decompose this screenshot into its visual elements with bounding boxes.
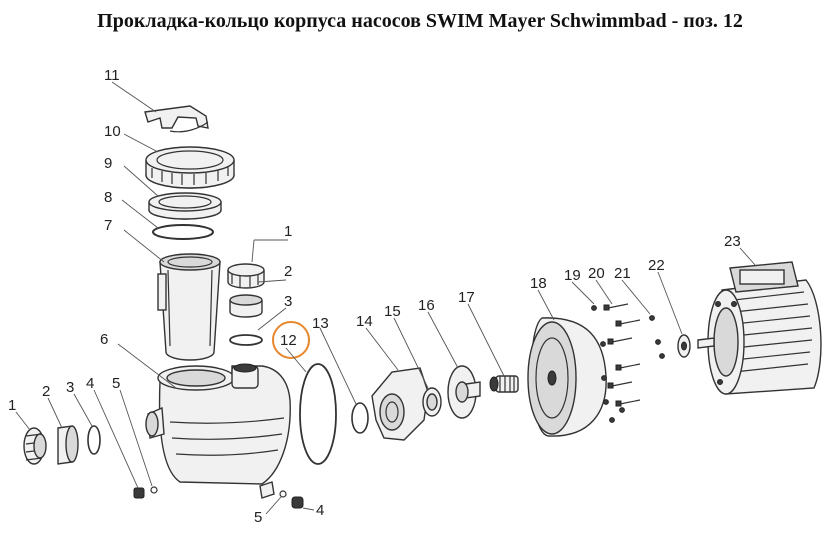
- label-2-left: 2: [42, 383, 50, 400]
- part-14-diffuser: [371, 367, 429, 441]
- label-14: 14: [356, 313, 373, 330]
- part-1-union-nut-top: [227, 263, 265, 289]
- part-22-slinger: [677, 334, 691, 358]
- highlight-12-circle: [272, 321, 310, 359]
- label-4-left: 4: [86, 375, 94, 392]
- label-1-top: 1: [284, 223, 292, 240]
- label-15: 15: [384, 303, 401, 320]
- part-16-impeller: [447, 365, 481, 419]
- label-16: 16: [418, 297, 435, 314]
- label-3-top: 3: [284, 293, 292, 310]
- label-1-left: 1: [8, 397, 16, 414]
- label-13: 13: [312, 315, 329, 332]
- part-10-lid-nut: [145, 146, 235, 189]
- part-4-drain-plug-bottom: [291, 496, 304, 509]
- part-12-housing-o-ring: [299, 363, 337, 465]
- leader-21: [621, 279, 651, 315]
- part-6-pump-housing: [145, 363, 291, 499]
- leader-5-left: [119, 389, 153, 487]
- label-7: 7: [104, 217, 112, 234]
- label-4-bottom: 4: [316, 502, 324, 519]
- leader-6: [117, 343, 177, 389]
- part-18-seal-plate: [527, 317, 607, 437]
- part-9-lid: [148, 192, 222, 220]
- part-3-seal-left: [87, 425, 101, 455]
- leader-2-left: [47, 397, 63, 429]
- leader-14: [365, 327, 399, 371]
- part-13-o-ring: [351, 402, 369, 434]
- leader-4-bottom: [302, 507, 315, 511]
- part-1-union-nut-left: [23, 427, 47, 465]
- label-12: 12: [280, 332, 297, 349]
- part-3-seal-top: [229, 334, 263, 346]
- leader-19: [571, 281, 595, 305]
- leader-13: [319, 327, 357, 405]
- part-15-shaft-seal: [422, 387, 442, 417]
- leader-7: [123, 229, 165, 263]
- part-7-basket: [157, 253, 221, 361]
- label-2-top: 2: [284, 263, 292, 280]
- label-18: 18: [530, 275, 547, 292]
- label-3-left: 3: [66, 379, 74, 396]
- leader-18: [537, 289, 555, 321]
- label-19: 19: [564, 267, 581, 284]
- leader-3-top: [257, 307, 287, 331]
- leader-2-top: [257, 279, 287, 283]
- leader-5-bottom: [265, 496, 282, 515]
- leader-22: [657, 271, 683, 335]
- label-9: 9: [104, 155, 112, 172]
- leader-4-left: [93, 389, 139, 489]
- leader-15: [393, 317, 429, 389]
- label-17: 17: [458, 289, 475, 306]
- label-20: 20: [588, 265, 605, 282]
- label-8: 8: [104, 189, 112, 206]
- leader-11: [111, 81, 157, 113]
- part-5-o-ring-bottom: [279, 490, 287, 498]
- label-22: 22: [648, 257, 665, 274]
- part-5-o-ring-left: [150, 486, 158, 494]
- leader-17: [467, 303, 505, 377]
- part-11-clamp: [144, 105, 209, 133]
- leader-9: [123, 165, 159, 197]
- label-10: 10: [104, 123, 121, 140]
- leader-20: [595, 279, 613, 305]
- leader-1-left: [15, 411, 31, 431]
- part-8-o-ring: [152, 224, 214, 240]
- part-2-union-tail-top: [229, 294, 263, 318]
- leader-12: [285, 347, 307, 373]
- leader-10: [123, 133, 159, 153]
- leader-23: [739, 247, 757, 267]
- part-20-bolts: [603, 303, 641, 407]
- part-17-mechanical-seal: [489, 375, 519, 393]
- page-title: Прокладка-кольцо корпуса насосов SWIM Ma…: [97, 10, 743, 32]
- part-23-motor: [697, 261, 822, 395]
- leader-16: [427, 311, 459, 369]
- label-5-bottom: 5: [254, 509, 262, 526]
- part-19-washers: [591, 305, 615, 423]
- leader-8: [121, 199, 159, 229]
- part-4-drain-plug-left: [133, 487, 145, 499]
- label-5-left: 5: [112, 375, 120, 392]
- label-23: 23: [724, 233, 741, 250]
- part-2-union-tail-left: [57, 425, 79, 465]
- part-21-nuts: [619, 315, 665, 413]
- label-21: 21: [614, 265, 631, 282]
- label-11: 11: [104, 67, 120, 84]
- leader-3-left: [73, 393, 93, 427]
- label-6: 6: [100, 331, 108, 348]
- leader-1-top-b: [251, 239, 255, 263]
